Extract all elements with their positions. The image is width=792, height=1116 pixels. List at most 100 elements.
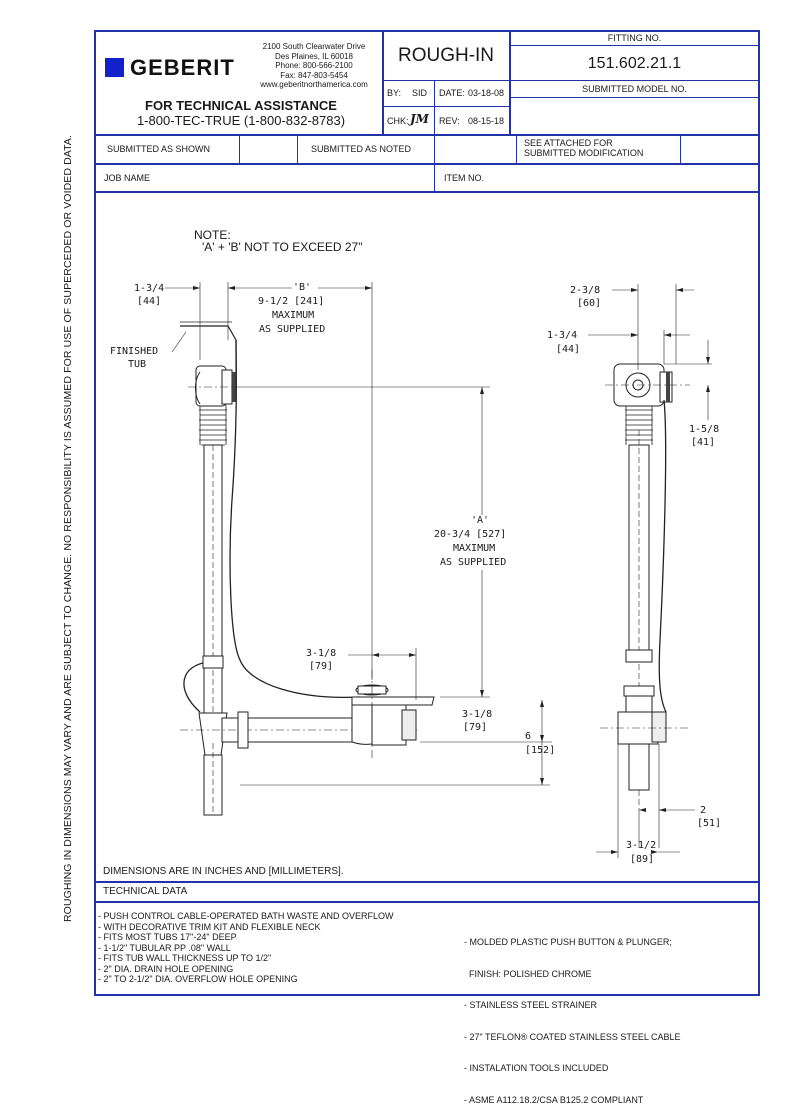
header-rule-rough <box>382 80 509 81</box>
header-divider-2 <box>509 30 511 134</box>
dim-238-mm: [60] <box>577 298 602 309</box>
tech-item: FINISH: POLISHED CHROME <box>464 968 592 979</box>
dim-134-right-mm: [44] <box>556 344 581 355</box>
tech-item: - ASME A112.18.2/CSA B125.2 COMPLIANT <box>464 1094 644 1105</box>
by-label: BY: <box>387 88 402 98</box>
rough-in-drawing <box>165 282 712 858</box>
dim-318-vertical: 3-1/8 <box>462 709 493 720</box>
fitting-no-value: 151.602.21.1 <box>587 55 682 72</box>
dim-b-supplied: AS SUPPLIED <box>259 324 326 335</box>
drawing-frame <box>94 30 760 996</box>
dim-b-value: 9-1/2 [241] <box>258 296 325 307</box>
sub-divider-4 <box>516 134 517 163</box>
header-rule-fit-value <box>509 80 760 81</box>
address-line: www.geberitnorthamerica.com <box>260 80 368 89</box>
dimension-arrows <box>193 286 710 854</box>
geberit-logo-text: GEBERIT <box>130 55 235 80</box>
assist-title: FOR TECHNICAL ASSISTANCE <box>145 98 337 113</box>
job-divider <box>434 163 435 191</box>
finished-tub-label: FINISHED <box>110 346 159 357</box>
sub-divider-3 <box>434 134 435 163</box>
dim-6-mm: [152] <box>525 745 556 756</box>
dim-a-value: 20-3/4 [527] <box>434 529 507 540</box>
header-bottom-rule <box>94 134 760 136</box>
dim-318-vertical-mm: [79] <box>463 722 488 733</box>
technical-assistance: FOR TECHNICAL ASSISTANCE 1-800-TEC-TRUE … <box>100 98 382 128</box>
job-bottom-rule <box>94 191 760 193</box>
rev-value: 08-15-18 <box>468 116 505 126</box>
submitted-model-label: SUBMITTED MODEL NO. <box>582 84 687 94</box>
tech-list-left: - PUSH CONTROL CABLE-OPERATED BATH WASTE… <box>98 911 394 985</box>
dim-238: 2-3/8 <box>570 285 601 296</box>
tech-item: - FITS TUB WALL THICKNESS UP TO 1/2" <box>98 953 272 963</box>
dim-6: 6 <box>525 731 532 742</box>
dim-158-mm: [41] <box>691 437 716 448</box>
tech-item: - WITH DECORATIVE TRIM KIT AND FLEXIBLE … <box>98 921 321 932</box>
checker-signature: JM <box>410 112 429 126</box>
assist-phone: 1-800-TEC-TRUE (1-800-832-8783) <box>136 113 346 128</box>
tech-item: - 1-1/2" TUBULAR PP .08" WALL <box>98 942 231 953</box>
tech-item: - STAINLESS STEEL STRAINER <box>464 1000 598 1010</box>
header-divider-1 <box>382 30 384 134</box>
dim-a-max: MAXIMUM <box>453 543 496 554</box>
address-line: Phone: 800-566-2100 <box>275 61 353 70</box>
dim-158: 1-5/8 <box>689 424 720 435</box>
note-text: 'A' + 'B' NOT TO EXCEED 27" <box>202 240 363 254</box>
address-line: Fax: 847-803-5454 <box>280 70 348 80</box>
item-no-label: ITEM NO. <box>444 173 484 183</box>
sub-divider-1 <box>239 134 240 163</box>
tech-item: - 27" TEFLON® COATED STAINLESS STEEL CAB… <box>464 1031 681 1042</box>
dim-b-max: MAXIMUM <box>272 310 315 321</box>
chk-label: CHK: <box>387 116 409 126</box>
dim-2: 2 <box>700 805 707 816</box>
geberit-logo-mark <box>105 58 124 77</box>
dim-a-label: 'A' <box>471 515 490 526</box>
sub-divider-5 <box>680 134 681 163</box>
dim-2-mm: [51] <box>697 818 722 829</box>
dim-134-right: 1-3/4 <box>547 330 578 341</box>
dim-b-label: 'B' <box>293 282 312 293</box>
dim-312-mm: [89] <box>630 854 655 865</box>
submitted-as-noted: SUBMITTED AS NOTED <box>311 144 412 154</box>
tech-data-title: TECHNICAL DATA <box>103 886 188 897</box>
side-view-assembly <box>600 363 690 810</box>
dim-left-top: 1-3/4 <box>134 283 165 294</box>
tech-list-right: - MOLDED PLASTIC PUSH BUTTON & PLUNGER; … <box>464 916 681 1116</box>
dim-left-top-mm: [44] <box>137 296 162 307</box>
note-title: NOTE: <box>194 228 231 242</box>
job-name-label: JOB NAME <box>104 173 151 183</box>
header-rule-model-label <box>509 97 760 98</box>
rev-label: REV: <box>439 116 460 126</box>
date-value: 03-18-08 <box>468 88 505 98</box>
company-address: 2100 South Clearwater Drive Des Plaines,… <box>248 42 380 90</box>
submitted-as-shown: SUBMITTED AS SHOWN <box>107 144 211 154</box>
date-label: DATE: <box>439 88 465 98</box>
header-divider-by-date <box>434 80 435 134</box>
tech-item: - PUSH CONTROL CABLE-OPERATED BATH WASTE… <box>98 911 394 921</box>
units-note: DIMENSIONS ARE IN INCHES AND [MILLIMETER… <box>103 866 344 877</box>
dim-a-supplied: AS SUPPLIED <box>440 557 507 568</box>
dimension-lines <box>165 282 712 858</box>
finished-tub-label-2: TUB <box>128 359 147 370</box>
dim-312: 3-1/2 <box>626 840 657 851</box>
submitted-modification: SEE ATTACHED FOR SUBMITTED MODIFICATION <box>524 138 644 158</box>
address-line: 2100 South Clearwater Drive <box>262 42 366 51</box>
tech-top-rule <box>94 881 760 883</box>
header-rule-fit-label <box>509 45 760 46</box>
overflow-pipe <box>180 321 361 816</box>
address-line: Des Plaines, IL 60018 <box>275 51 353 61</box>
submission-bottom-rule <box>94 163 760 165</box>
tech-title-rule <box>94 901 760 903</box>
doc-title: ROUGH-IN <box>397 45 495 66</box>
tech-item: - 2" TO 2-1/2" DIA. OVERFLOW HOLE OPENIN… <box>98 974 298 984</box>
drain-assembly <box>180 670 435 760</box>
dim-318-horizontal: 3-1/8 <box>306 648 337 659</box>
header-rule-by <box>382 106 509 107</box>
tech-item: - INSTALATION TOOLS INCLUDED <box>464 1063 609 1073</box>
tech-item: - 2" DIA. DRAIN HOLE OPENING <box>98 963 234 974</box>
by-value: SID <box>412 88 428 98</box>
tech-item: - FITS MOST TUBS 17"-24" DEEP <box>98 932 237 942</box>
tech-item: - MOLDED PLASTIC PUSH BUTTON & PLUNGER; <box>464 937 672 947</box>
sub-divider-2 <box>297 134 298 163</box>
fitting-no-label: FITTING NO. <box>607 33 662 43</box>
